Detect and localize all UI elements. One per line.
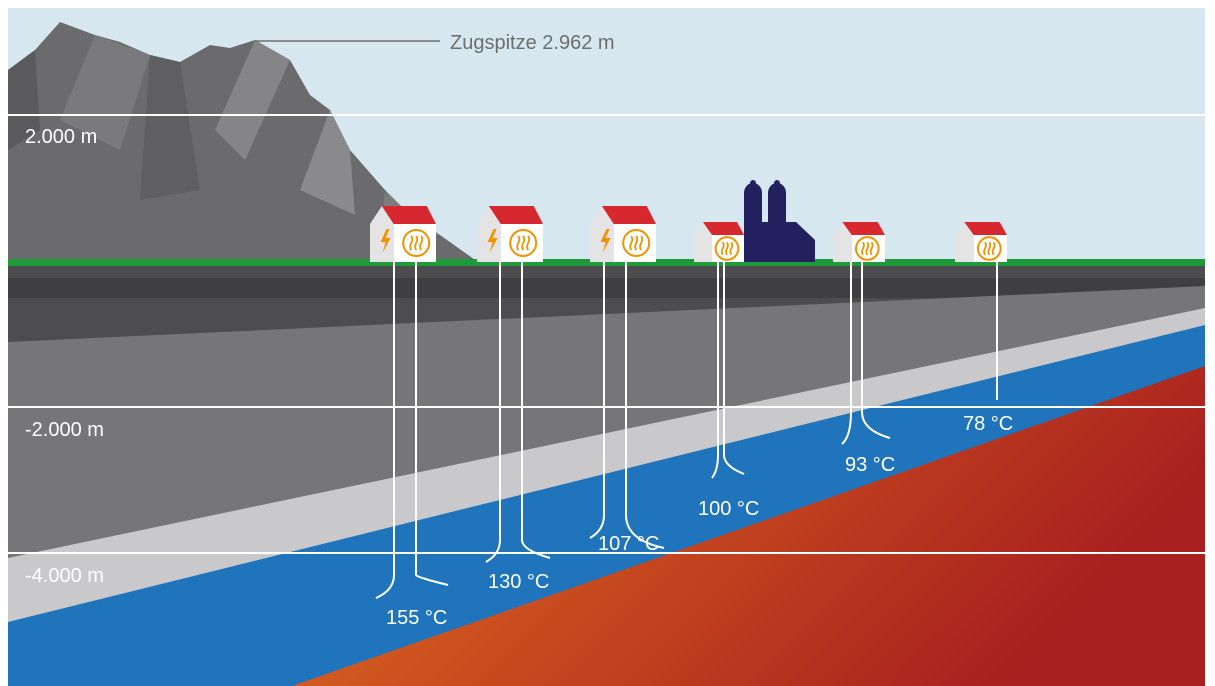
production-pipe: [521, 262, 551, 559]
heat-waves-icon: [622, 229, 651, 257]
temperature-label: 93 °C: [845, 454, 895, 476]
church-icon: [744, 180, 815, 262]
well-5: 93 °C: [833, 222, 895, 476]
production-pipe: [625, 262, 665, 549]
heat-waves-icon: [509, 229, 538, 257]
production-pipe: [861, 262, 891, 439]
depth-label-2000: 2.000 m: [25, 126, 97, 148]
wells: 155 °C 130 °C 107 °C 100 °C 93 °C 78 °C: [370, 206, 1013, 629]
injection-pipe: [375, 262, 395, 599]
injection-pipe: [841, 262, 852, 445]
well-2: 130 °C: [477, 206, 551, 593]
well-4: 100 °C: [694, 222, 759, 520]
house-icon: [694, 222, 744, 262]
temperature-label: 130 °C: [488, 571, 549, 593]
temperature-label: 107 °C: [598, 533, 659, 555]
temperature-label: 100 °C: [698, 498, 759, 520]
production-pipe: [723, 262, 745, 475]
lightning-bolt-icon: [487, 229, 498, 253]
lightning-bolt-icon: [600, 229, 611, 253]
depth-label-minus-2000: -2.000 m: [25, 419, 104, 441]
house-icon: [370, 206, 436, 262]
injection-pipe: [711, 262, 719, 479]
house-icon: [477, 206, 543, 262]
peak-label: Zugspitze 2.962 m: [450, 32, 615, 54]
well-1: 155 °C: [370, 206, 449, 629]
heat-waves-icon: [976, 236, 1002, 261]
well-6: 78 °C: [955, 222, 1013, 435]
heat-waves-icon: [714, 236, 740, 261]
temperature-label: 78 °C: [963, 413, 1013, 435]
house-icon: [955, 222, 1007, 262]
temperature-label: 155 °C: [386, 607, 447, 629]
grass-strip: [8, 259, 1205, 266]
injection-pipe: [485, 262, 501, 563]
depth-label-minus-4000: -4.000 m: [25, 565, 104, 587]
production-pipe: [415, 262, 449, 586]
house-icon: [590, 206, 656, 262]
dark-band: [8, 278, 1205, 298]
house-icon: [833, 222, 885, 262]
hot-rock-layer: [292, 366, 1205, 686]
lightning-bolt-icon: [380, 229, 391, 253]
injection-pipe: [589, 262, 605, 539]
well-3: 107 °C: [589, 206, 665, 555]
heat-waves-icon: [402, 229, 431, 257]
heat-waves-icon: [854, 236, 880, 261]
